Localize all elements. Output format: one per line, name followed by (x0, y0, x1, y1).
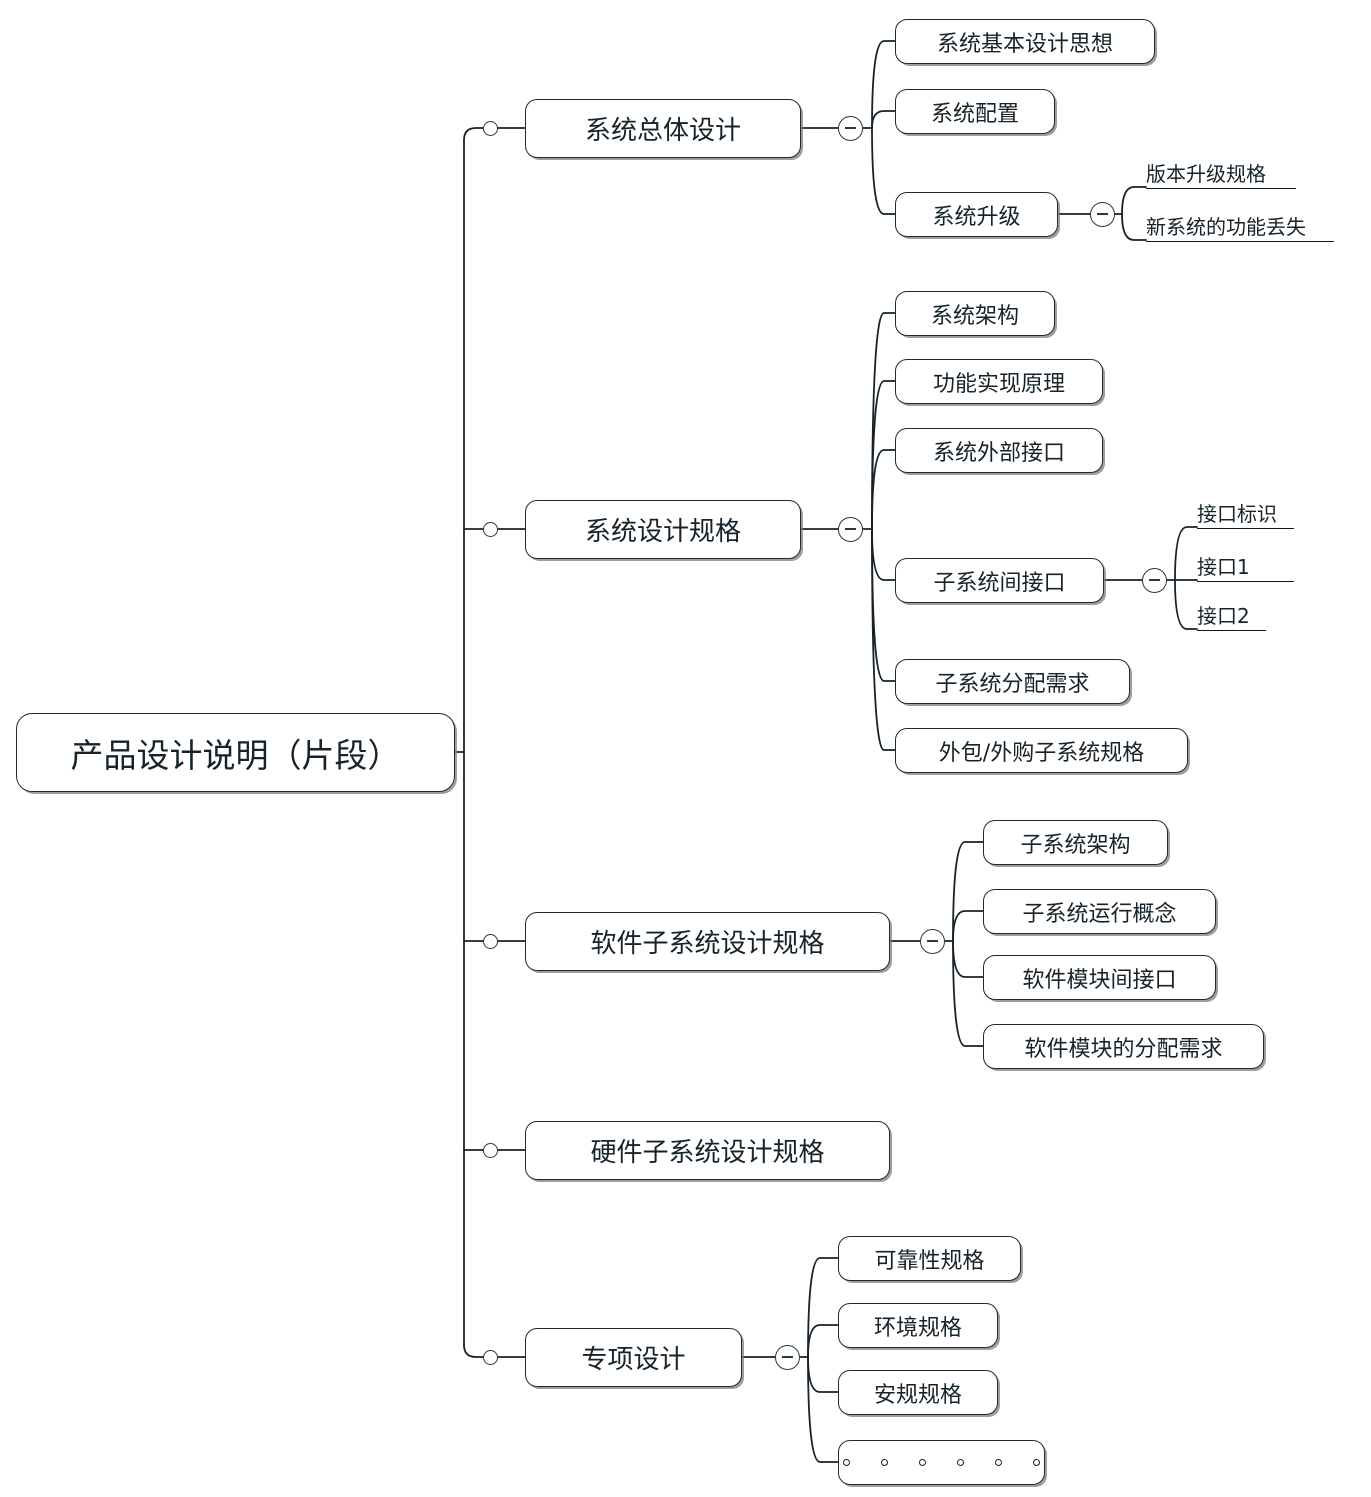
leaf-node-interface-1[interactable]: 接口1 (1197, 552, 1294, 582)
child-node-safety-regulation-spec[interactable]: 安规规格 (838, 1370, 998, 1415)
child-node-system-upgrade[interactable]: 系统升级 (895, 192, 1058, 237)
branch-toggle-icon-4[interactable] (483, 1142, 498, 1158)
child-label: 子系统架构 (1020, 832, 1131, 858)
child-label: 子系统间接口 (933, 570, 1066, 596)
child-node-reliability-spec[interactable]: 可靠性规格 (838, 1236, 1021, 1281)
child-label: 功能实现原理 (932, 371, 1065, 397)
collapse-toggle-icon-intersubsystem-interface[interactable] (1142, 567, 1167, 593)
collapse-toggle-icon-software-subsystem[interactable] (920, 928, 945, 954)
branch-toggle-icon-5[interactable] (483, 1349, 498, 1365)
child-label: 安规规格 (873, 1382, 962, 1408)
child-node-ellipsis[interactable] (838, 1440, 1045, 1485)
root-label: 产品设计说明（片段） (70, 735, 401, 775)
branch-label: 系统设计规格 (584, 517, 741, 547)
leaf-node-new-system-function-loss[interactable]: 新系统的功能丢失 (1146, 212, 1334, 242)
child-node-environment-spec[interactable]: 环境规格 (838, 1303, 998, 1348)
branch-node-special-design[interactable]: 专项设计 (525, 1328, 742, 1387)
branch-toggle-icon-3[interactable] (483, 933, 498, 949)
child-label: 系统升级 (932, 204, 1021, 230)
branch-label: 系统总体设计 (584, 116, 741, 146)
collapse-toggle-icon-special-design[interactable] (775, 1344, 800, 1370)
collapse-toggle-icon-system-upgrade[interactable] (1090, 201, 1115, 227)
branch-node-hardware-subsystem-design-spec[interactable]: 硬件子系统设计规格 (525, 1121, 890, 1180)
mindmap-root-node[interactable]: 产品设计说明（片段） (16, 713, 455, 792)
branch-toggle-icon-2[interactable] (483, 521, 498, 537)
child-node-subsystem-operation-concept[interactable]: 子系统运行概念 (983, 889, 1216, 934)
leaf-label: 接口2 (1197, 604, 1250, 628)
branch-label: 硬件子系统设计规格 (590, 1138, 825, 1168)
child-label: 系统配置 (930, 101, 1019, 127)
collapse-toggle-icon-system-design-spec[interactable] (838, 516, 863, 542)
child-node-subsystem-architecture[interactable]: 子系统架构 (983, 820, 1168, 865)
leaf-node-version-upgrade-spec[interactable]: 版本升级规格 (1146, 159, 1296, 189)
leaf-node-interface-identifier[interactable]: 接口标识 (1197, 499, 1294, 529)
branch-label: 软件子系统设计规格 (590, 929, 825, 959)
child-label: 系统架构 (930, 303, 1019, 329)
child-label: 外包/外购子系统规格 (938, 740, 1145, 766)
child-node-basic-design-thought[interactable]: 系统基本设计思想 (895, 19, 1155, 64)
child-node-software-module-allocation-requirement[interactable]: 软件模块的分配需求 (983, 1024, 1264, 1069)
child-node-outsourced-subsystem-spec[interactable]: 外包/外购子系统规格 (895, 728, 1188, 773)
child-label: 子系统分配需求 (935, 671, 1090, 697)
branch-node-system-overall-design[interactable]: 系统总体设计 (525, 99, 801, 158)
child-node-software-module-interface[interactable]: 软件模块间接口 (983, 955, 1216, 1000)
child-label: 软件模块的分配需求 (1024, 1036, 1223, 1062)
child-label: 可靠性规格 (874, 1248, 985, 1274)
child-node-system-configuration[interactable]: 系统配置 (895, 89, 1055, 134)
child-node-system-architecture[interactable]: 系统架构 (895, 291, 1055, 336)
leaf-label: 接口1 (1197, 555, 1250, 579)
child-node-function-realization-principle[interactable]: 功能实现原理 (895, 359, 1103, 404)
branch-label: 专项设计 (581, 1345, 686, 1375)
leaf-node-interface-2[interactable]: 接口2 (1197, 601, 1266, 631)
child-label: 系统外部接口 (932, 440, 1065, 466)
leaf-label: 版本升级规格 (1146, 162, 1266, 186)
child-node-system-external-interface[interactable]: 系统外部接口 (895, 428, 1103, 473)
branch-node-system-design-spec[interactable]: 系统设计规格 (525, 500, 801, 559)
ellipsis-dots-icon (839, 1459, 1044, 1466)
child-label: 软件模块间接口 (1022, 967, 1177, 993)
child-label: 环境规格 (873, 1315, 962, 1341)
leaf-label: 接口标识 (1197, 502, 1277, 526)
collapse-toggle-icon-system-overall-design[interactable] (838, 115, 863, 141)
child-node-subsystem-allocation-requirement[interactable]: 子系统分配需求 (895, 659, 1130, 704)
branch-node-software-subsystem-design-spec[interactable]: 软件子系统设计规格 (525, 912, 890, 971)
child-label: 系统基本设计思想 (936, 31, 1113, 57)
leaf-label: 新系统的功能丢失 (1146, 215, 1306, 239)
child-node-intersubsystem-interface[interactable]: 子系统间接口 (895, 558, 1104, 603)
branch-toggle-icon-1[interactable] (483, 120, 498, 136)
child-label: 子系统运行概念 (1022, 901, 1177, 927)
